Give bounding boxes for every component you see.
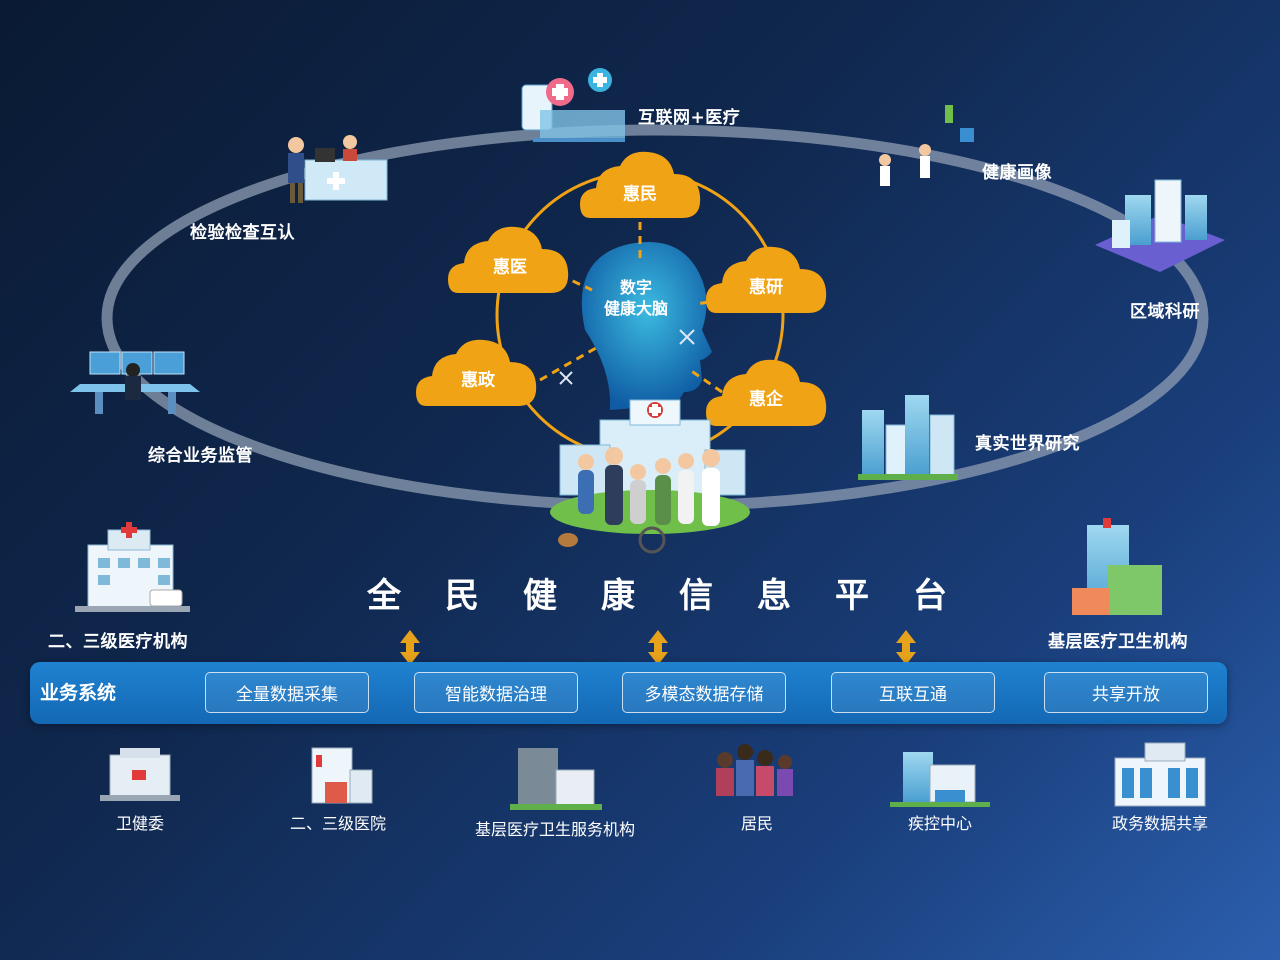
- platform-title-char: 康: [601, 576, 635, 616]
- sync-arrows: [400, 630, 916, 665]
- sharing-open-button[interactable]: 共享开放: [1044, 672, 1208, 713]
- hospital-people-illustration: [550, 399, 750, 554]
- platform-title-char: 平: [835, 576, 869, 616]
- tier23-hospital-label: 二、三级医院: [289, 814, 387, 833]
- spark-icons: [559, 329, 695, 385]
- multimodal-storage-button[interactable]: 多模态数据存储: [622, 672, 786, 713]
- platform-title-char: 全: [367, 576, 401, 616]
- health-profile-icon: [879, 105, 974, 186]
- cdc-label: 疾控中心: [907, 814, 973, 833]
- internet-medical-icon: [521, 68, 625, 142]
- primary-service-icon: [510, 748, 602, 810]
- integrated-supervision-icon: [70, 351, 200, 414]
- lab-mutual-recognition-label: 检验检查互认: [190, 223, 295, 243]
- primary-care-icon: [1072, 518, 1162, 615]
- platform-title-char: 健: [523, 576, 557, 616]
- primary-service-label: 基层医疗卫生服务机构: [474, 820, 636, 839]
- full-data-collection-button[interactable]: 全量数据采集: [205, 672, 369, 713]
- interconnection-button[interactable]: 互联互通: [831, 672, 995, 713]
- brain-head-icon: [581, 241, 712, 410]
- internet-medical-label: 互联网+医疗: [638, 108, 741, 128]
- primary-care-institutions-label: 基层医疗卫生机构: [1048, 632, 1188, 652]
- health-commission-label: 卫健委: [115, 814, 165, 833]
- platform-title-char: 信: [679, 576, 713, 616]
- health-profile-label: 健康画像: [982, 163, 1052, 183]
- tier23-hospital-icon: [75, 522, 190, 612]
- cloud-label-huizheng: 惠政: [461, 370, 495, 391]
- regional-research-icon: [1095, 179, 1225, 272]
- brain-label-line2: 健康大脑: [603, 299, 669, 318]
- smart-data-governance-button[interactable]: 智能数据治理: [414, 672, 578, 713]
- real-world-research-icon: [858, 395, 958, 480]
- cloud-label-huiyi: 惠医: [493, 257, 527, 278]
- tier23-hospital-bottom-icon: [311, 747, 373, 804]
- cloud-label-huiqi: 惠企: [749, 389, 783, 410]
- health-commission-icon: [100, 748, 180, 801]
- gov-data-sharing-icon: [1114, 742, 1206, 807]
- cloud-label-huiyan: 惠研: [749, 277, 783, 298]
- residents-label: 居民: [740, 814, 774, 833]
- tier23-institutions-label: 二、三级医疗机构: [48, 632, 188, 652]
- platform-title-char: 民: [445, 576, 479, 616]
- residents-icon: [716, 744, 793, 796]
- lab-mutual-recognition-icon: [288, 135, 388, 203]
- business-system-title: 业务系统: [40, 682, 117, 704]
- integrated-supervision-label: 综合业务监管: [148, 446, 253, 466]
- platform-title-char: 台: [913, 576, 947, 616]
- cloud-label-huimin: 惠民: [623, 184, 657, 205]
- brain-label-line1: 数字: [619, 278, 653, 297]
- digital-health-brain-label: 数字 健康大脑: [604, 277, 668, 319]
- cdc-icon: [890, 752, 990, 807]
- platform-title-char: 息: [757, 576, 791, 616]
- real-world-research-label: 真实世界研究: [975, 434, 1080, 454]
- regional-research-label: 区域科研: [1130, 302, 1200, 322]
- gov-data-sharing-label: 政务数据共享: [1111, 814, 1209, 833]
